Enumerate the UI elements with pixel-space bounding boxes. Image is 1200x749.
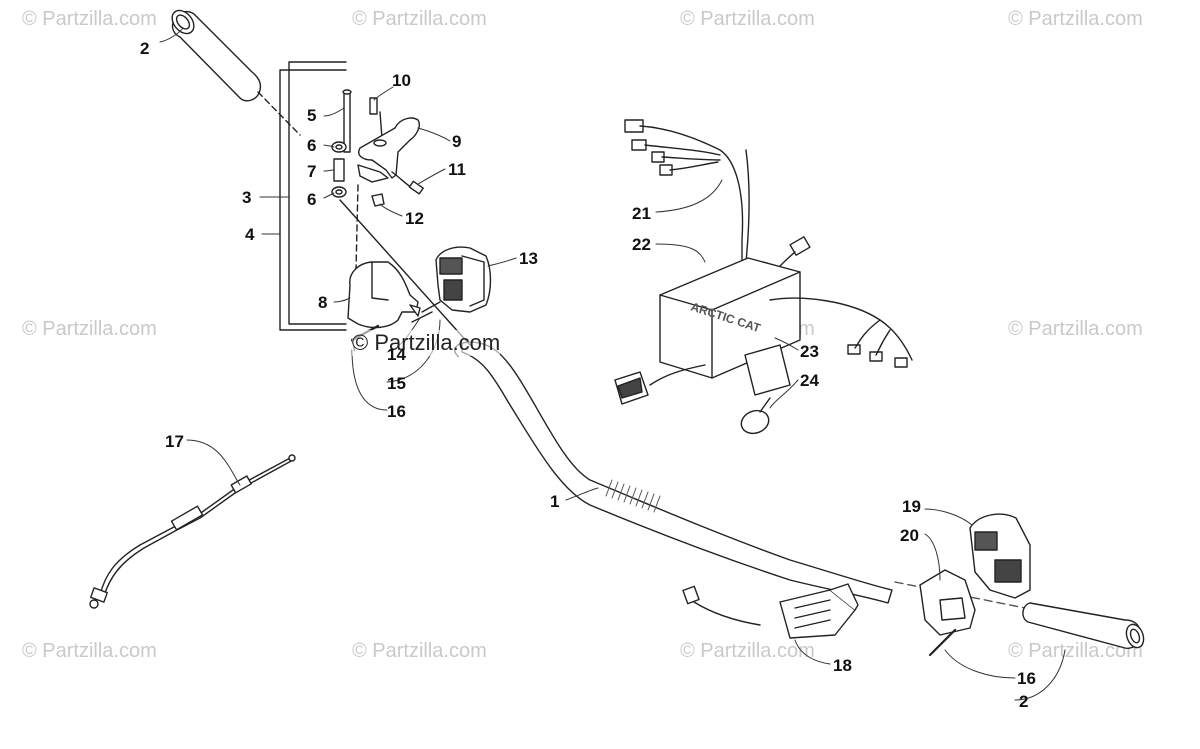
switch-housing-right <box>919 513 1031 657</box>
callout-2: 2 <box>1019 692 1029 711</box>
callout-2: 2 <box>140 39 150 58</box>
callout-14: 14 <box>387 345 406 364</box>
handlebar <box>454 341 1046 613</box>
callout-16: 16 <box>387 402 406 421</box>
watermark: © Partzilla.com <box>680 640 815 662</box>
callout-17: 17 <box>165 432 184 451</box>
watermark: © Partzilla.com <box>22 8 157 30</box>
heater-pad-18 <box>682 583 859 639</box>
callout-10: 10 <box>392 71 411 90</box>
watermark: © Partzilla.com <box>1008 318 1143 340</box>
callout-7: 7 <box>307 162 317 181</box>
grip-right <box>1022 602 1145 649</box>
brake-lever-assembly <box>331 89 471 346</box>
watermark: © Partzilla.com <box>680 8 815 30</box>
assembly-bracket <box>279 61 347 331</box>
callout-8: 8 <box>318 293 328 312</box>
harness-right <box>769 297 913 368</box>
callout-23: 23 <box>800 342 819 361</box>
watermark: © Partzilla.com <box>352 640 487 662</box>
callout-15: 15 <box>387 374 406 393</box>
watermark: © Partzilla.com <box>352 8 487 30</box>
watermark-center: © Partzilla.com <box>352 330 501 356</box>
callout-24: 24 <box>800 371 819 390</box>
callout-1: 1 <box>550 492 560 511</box>
callout-13: 13 <box>519 249 538 268</box>
control-module: ARCTIC CAT <box>659 257 801 396</box>
callout-22: 22 <box>632 235 651 254</box>
harness-connector-bottom <box>614 364 706 405</box>
callout-9: 9 <box>452 132 462 151</box>
callout-20: 20 <box>900 526 919 545</box>
switch-13 <box>435 246 492 313</box>
watermark: © Partzilla.com <box>22 318 157 340</box>
wiring-harness-21 <box>624 119 750 263</box>
switch-housing-left <box>347 261 421 329</box>
cable-tie <box>740 397 771 435</box>
callout-3: 3 <box>242 188 252 207</box>
leader-lines <box>159 27 1066 701</box>
watermark: © Partzilla.com <box>22 640 157 662</box>
watermark: © Partzilla.com <box>1008 640 1143 662</box>
callout-11: 11 <box>448 160 466 179</box>
callout-16: 16 <box>1017 669 1036 688</box>
grip-left <box>171 9 301 136</box>
callout-18: 18 <box>833 656 852 675</box>
callout-21: 21 <box>632 204 651 223</box>
watermark: © Partzilla.com <box>1008 8 1143 30</box>
callout-6: 6 <box>307 136 317 155</box>
callout-12: 12 <box>405 209 424 228</box>
callout-6: 6 <box>307 190 317 209</box>
callout-4: 4 <box>245 225 255 244</box>
throttle-cable <box>89 454 296 609</box>
callout-5: 5 <box>307 106 317 125</box>
callout-19: 19 <box>902 497 921 516</box>
